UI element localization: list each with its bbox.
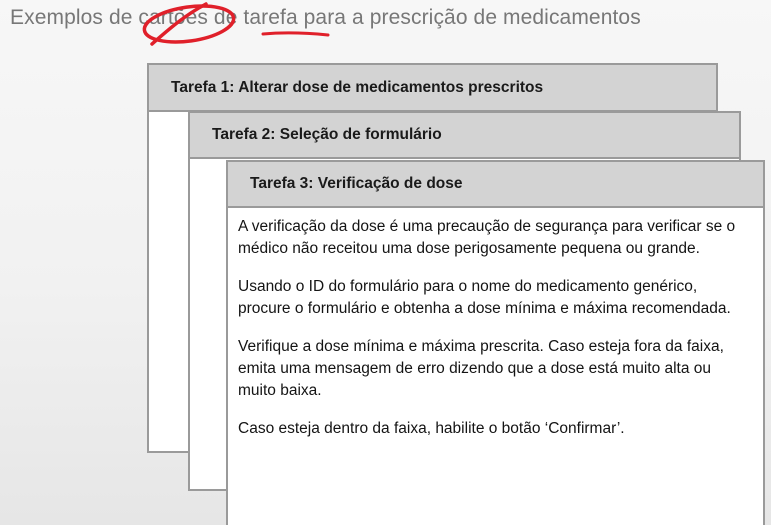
slide-title: Exemplos de cartões de tarefa para a pre… (10, 6, 641, 29)
task-card-3: Tarefa 3: Verificação de dose A verifica… (226, 160, 765, 525)
task-card-1-title: Tarefa 1: Alterar dose de medicamentos p… (149, 65, 716, 112)
task-card-3-title: Tarefa 3: Verificação de dose (228, 162, 763, 208)
annotation-underline-mark (261, 31, 330, 37)
task-card-3-paragraph-4: Caso esteja dentro da faixa, habilite o … (238, 420, 625, 437)
task-card-3-paragraph-3: Verifique a dose mínima e máxima prescri… (238, 338, 724, 399)
task-card-3-paragraph-1: A verificação da dose é uma precaução de… (238, 218, 736, 257)
task-card-2-title: Tarefa 2: Seleção de formulário (190, 113, 739, 159)
task-card-3-body: A verificação da dose é uma precaução de… (228, 208, 763, 440)
task-card-3-paragraph-2: Usando o ID do formulário para o nome do… (238, 278, 731, 317)
